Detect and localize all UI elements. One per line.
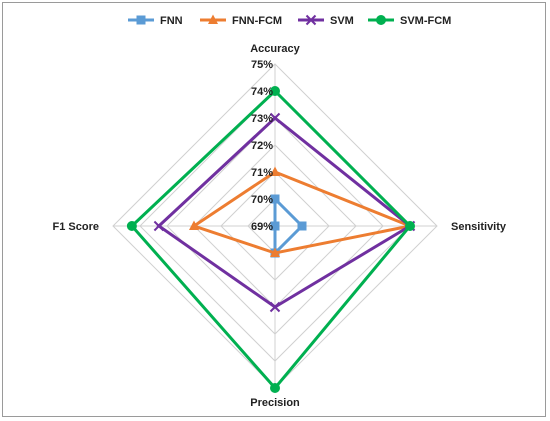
legend-item-svm: SVM <box>298 14 354 27</box>
legend-item-fnn-fcm: FNN-FCM <box>200 14 282 27</box>
tick-label: 73% <box>251 113 273 125</box>
legend-label: SVM-FCM <box>400 15 451 27</box>
legend: FNN FNN-FCM SVM SVM-FCM <box>128 14 451 27</box>
legend-label: SVM <box>330 15 354 27</box>
series-line <box>190 170 416 255</box>
legend-item-fnn: FNN <box>128 15 183 27</box>
marker-fnn <box>297 221 307 231</box>
tick-label: 69% <box>251 221 273 233</box>
tick-label: 71% <box>251 167 273 179</box>
legend-item-svm-fcm: SVM-FCM <box>368 15 451 27</box>
marker-svm-fcm <box>270 86 280 96</box>
tick-label: 72% <box>251 140 273 152</box>
marker-svm-fcm <box>270 383 280 393</box>
marker-fnn <box>136 15 146 25</box>
series-layer <box>126 86 416 393</box>
marker-svm <box>305 14 317 26</box>
axis-label-sensitivity: Sensitivity <box>451 221 507 233</box>
series-line <box>129 88 413 391</box>
tick-labels: 69% 70% 71% 72% 73% 74% 75% <box>251 59 273 233</box>
marker-fnn-fcm <box>189 220 199 230</box>
marker-svm-fcm <box>126 221 137 231</box>
tick-label: 70% <box>251 194 273 206</box>
marker-svm <box>153 220 165 232</box>
legend-label: FNN-FCM <box>232 15 282 27</box>
tick-label: 75% <box>251 59 273 71</box>
marker-fnn <box>270 221 280 231</box>
marker-fnn-fcm <box>270 247 280 257</box>
axis-label-precision: Precision <box>250 397 300 409</box>
marker-svm-fcm <box>376 15 386 25</box>
marker-fnn-fcm <box>208 14 218 24</box>
legend-label: FNN <box>160 15 183 27</box>
series-svm-fcm <box>126 86 415 393</box>
marker-svm-fcm <box>405 221 415 231</box>
marker-svm <box>269 112 281 124</box>
axis-label-accuracy: Accuracy <box>250 43 300 55</box>
axis-label-f1-score: F1 Score <box>53 221 99 233</box>
marker-fnn-fcm <box>270 166 280 176</box>
marker-svm <box>269 301 281 313</box>
tick-label: 74% <box>251 86 273 98</box>
marker-fnn <box>270 194 280 204</box>
